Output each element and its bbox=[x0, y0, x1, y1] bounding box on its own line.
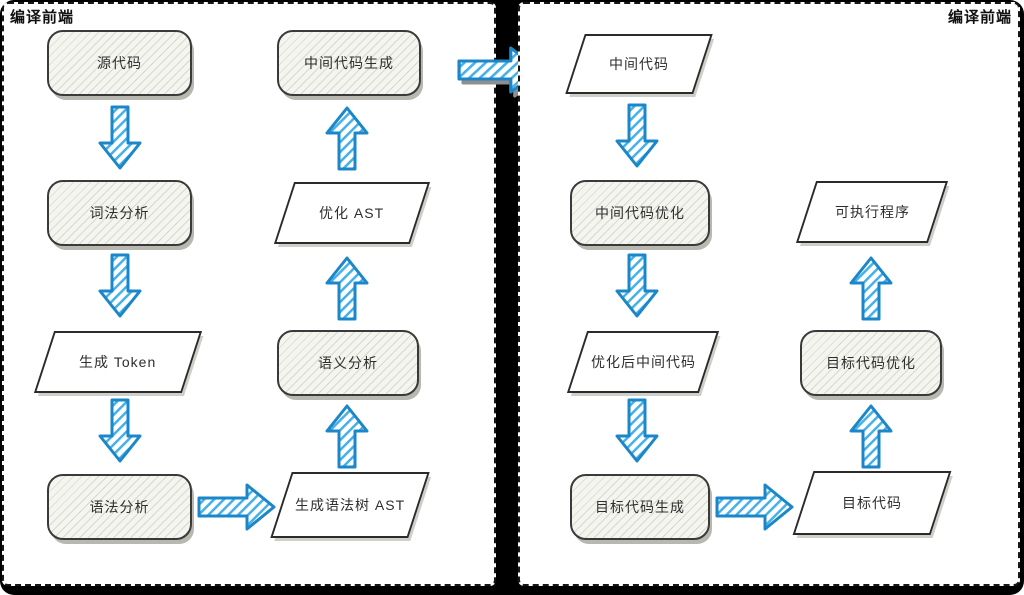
node-label: 语义分析 bbox=[318, 355, 378, 371]
node-label: 优化 AST bbox=[319, 205, 385, 221]
arrow-right-icon bbox=[197, 483, 276, 531]
node-ir-code: 中间代码 bbox=[565, 34, 713, 94]
node-optimized-ir: 优化后中间代码 bbox=[566, 331, 720, 393]
arrow-up-icon bbox=[325, 256, 369, 321]
node-ir-generation: 中间代码生成 bbox=[277, 30, 421, 96]
arrow-down-icon bbox=[98, 398, 142, 463]
arrow-down-icon bbox=[98, 253, 142, 318]
node-optimize-ast: 优化 AST bbox=[273, 182, 431, 244]
node-label: 源代码 bbox=[97, 55, 142, 71]
node-label: 中间代码 bbox=[609, 56, 669, 72]
node-label: 中间代码优化 bbox=[595, 205, 685, 221]
arrow-up-icon bbox=[325, 106, 369, 171]
node-label: 语法分析 bbox=[89, 499, 150, 515]
arrow-up-icon bbox=[849, 256, 893, 321]
node-label: 目标代码 bbox=[842, 495, 902, 511]
node-target-code-optimization: 目标代码优化 bbox=[800, 330, 942, 396]
node-generate-ast: 生成语法树 AST bbox=[270, 472, 430, 538]
node-label: 目标代码生成 bbox=[595, 499, 685, 515]
node-label: 生成语法树 AST bbox=[294, 497, 406, 513]
arrow-right-icon bbox=[715, 483, 794, 531]
node-label: 目标代码优化 bbox=[826, 355, 916, 371]
node-source-code: 源代码 bbox=[47, 30, 192, 96]
node-target-code-generation: 目标代码生成 bbox=[570, 474, 710, 540]
node-label: 生成 Token bbox=[79, 354, 157, 370]
node-label: 优化后中间代码 bbox=[590, 354, 696, 370]
arrow-up-icon bbox=[849, 404, 893, 469]
node-ir-optimization: 中间代码优化 bbox=[570, 180, 710, 246]
arrow-down-icon bbox=[615, 253, 659, 318]
panel-title-right: 编译前端 bbox=[947, 9, 1012, 26]
node-lexical-analysis: 词法分析 bbox=[47, 180, 192, 246]
arrow-down-icon bbox=[615, 398, 659, 463]
node-semantic-analysis: 语义分析 bbox=[277, 330, 419, 396]
node-executable-program: 可执行程序 bbox=[795, 181, 949, 243]
node-generate-token: 生成 Token bbox=[33, 331, 203, 393]
arrow-down-icon bbox=[615, 103, 659, 168]
node-label: 中间代码生成 bbox=[304, 55, 394, 71]
node-target-code: 目标代码 bbox=[792, 471, 952, 535]
panel-title-left: 编译前端 bbox=[10, 9, 75, 26]
arrow-up-icon bbox=[325, 404, 369, 469]
node-label: 词法分析 bbox=[89, 205, 150, 221]
node-label: 可执行程序 bbox=[834, 204, 910, 220]
node-syntax-analysis: 语法分析 bbox=[47, 474, 192, 540]
arrow-down-icon bbox=[98, 105, 142, 170]
